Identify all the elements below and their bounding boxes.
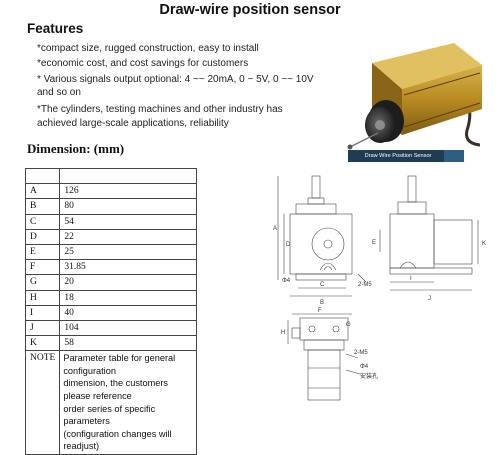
photo-caption: Draw Wire Position Sensor: [364, 153, 432, 159]
photo-caption-bar: [348, 150, 464, 162]
drawing-label-note: 安装孔: [360, 372, 378, 380]
dimension-label: A: [24, 183, 61, 200]
dimension-label: E: [24, 243, 61, 261]
drawing-label-m5-top: 2-M5: [358, 282, 372, 288]
side-view-drawing: [379, 175, 479, 291]
dimension-heading: Dimension: (mm): [27, 141, 125, 156]
feature-bullet: * Various signals output optional: 4 ~~ …: [37, 74, 314, 85]
dimension-label: G: [24, 274, 61, 291]
note-line: dimension, the customers please referenc…: [63, 378, 169, 402]
features-heading: Features: [27, 21, 84, 36]
dimension-label: D: [24, 228, 61, 245]
drawing-label-f: F: [318, 308, 322, 314]
note-row: NOTE Parameter table for general configu…: [24, 350, 198, 455]
dimension-value: 31.85: [59, 259, 198, 276]
drawing-label-hole-top: Φ4: [282, 278, 291, 284]
dimension-value: 20: [59, 274, 198, 291]
drawing-label-d: D: [286, 242, 291, 248]
dimension-label: I: [24, 304, 61, 321]
drawing-label-k: K: [482, 241, 486, 247]
drawing-label-c: C: [320, 282, 325, 288]
dimension-label: H: [24, 289, 61, 306]
drawing-label-e: E: [372, 240, 376, 246]
dimension-value: 22: [59, 228, 198, 245]
note-line: order series of specific parameters: [63, 403, 156, 427]
dimension-value: 54: [59, 213, 198, 230]
sensor-product-photo: [347, 43, 482, 150]
feature-bullet: achieved large-scale applications, relia…: [37, 118, 229, 129]
drawing-label-j: J: [428, 296, 431, 302]
dimension-drawings: A D C B 2-M5 Φ4 K E I J F G H 2-M5 Φ4 安装: [273, 175, 486, 401]
dimension-value: 25: [59, 243, 198, 261]
table-header-row: [24, 167, 198, 185]
dimension-value: 104: [59, 319, 198, 337]
note-label: NOTE: [24, 350, 61, 455]
dimension-value: 58: [59, 335, 198, 352]
note-text: Parameter table for general configuratio…: [59, 350, 198, 455]
drawing-label-m5-bottom: 2-M5: [354, 350, 368, 356]
dimension-value: 126: [59, 183, 198, 200]
dimension-label: F: [24, 259, 61, 276]
dimension-value: 80: [59, 198, 198, 215]
photo-caption-bar-accent: [444, 150, 464, 162]
dimension-value: 18: [59, 289, 198, 306]
note-line: (configuration changes will readjust): [63, 428, 172, 452]
dimension-value: 40: [59, 304, 198, 321]
drawing-label-a: A: [273, 226, 277, 232]
drawing-label-hole-bottom: Φ4: [360, 364, 369, 370]
drawing-label-i: I: [410, 276, 412, 282]
feature-bullet: and so on: [37, 87, 81, 98]
feature-bullet: *compact size, rugged construction, easy…: [37, 43, 259, 54]
feature-bullet: *economic cost, and cost savings for cus…: [37, 58, 249, 69]
dimension-label: C: [24, 213, 61, 230]
drawing-label-b: B: [320, 300, 324, 306]
front-view-drawing: [277, 175, 367, 297]
dimension-label: K: [24, 335, 61, 352]
dimension-label: J: [24, 319, 61, 337]
drawing-label-g: G: [346, 322, 351, 328]
page-title: Draw-wire position sensor: [159, 2, 341, 18]
feature-bullet: *The cylinders, testing machines and oth…: [37, 104, 283, 115]
drawing-label-h: H: [281, 330, 285, 336]
dimension-label: B: [24, 198, 61, 215]
note-line: Parameter table for general configuratio…: [63, 353, 176, 376]
bottom-view-drawing: [287, 313, 361, 401]
